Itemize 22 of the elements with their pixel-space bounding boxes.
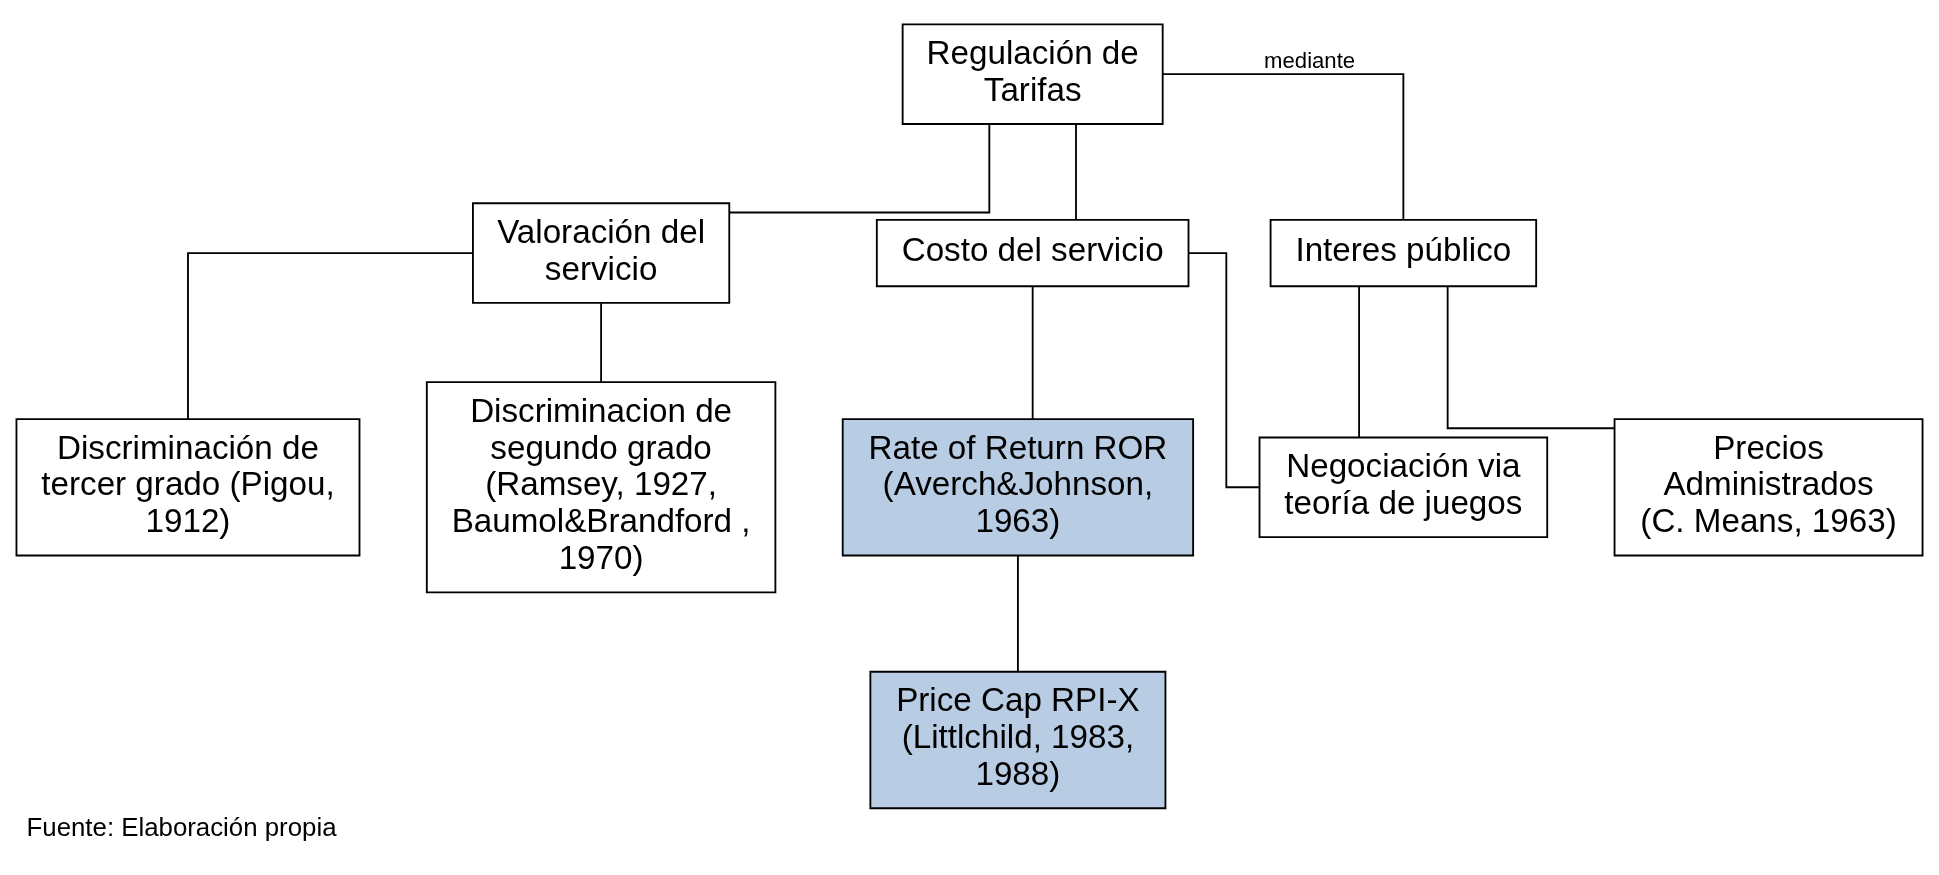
connector [187,252,474,420]
node-box: Discriminacion de segundo grado (Ramsey, 1927, Baumol&Brandford , 1970) [425,381,777,594]
connector [728,123,991,214]
node-box: Precios Administrados (C. Means, 1963) [1613,418,1924,557]
connector [1446,285,1616,430]
node-box: Price Cap RPI-X (Littlchild, 1983, 1988) [869,670,1167,810]
connector [1187,252,1260,489]
connector [1017,554,1019,673]
connector [1075,123,1077,221]
connector [600,302,602,383]
caption: Fuente: Elaboración propia [26,813,337,842]
node-box: Discriminación de tercer grado (Pigou, 1912) [15,418,361,557]
node-box: Costo del servicio [875,218,1190,288]
node-box: Regulación de Tarifas [901,23,1164,125]
connector [1358,285,1361,439]
connector [1031,285,1034,420]
edge-label: mediante [1264,47,1356,73]
node-box: Rate of Return ROR (Averch&Johnson, 1963) [841,418,1195,557]
node-box: Interes público [1269,218,1538,288]
node-box: Negociación via teoría de juegos [1258,436,1549,538]
node-box: Valoración del servicio [472,202,731,304]
connector [1161,73,1405,221]
